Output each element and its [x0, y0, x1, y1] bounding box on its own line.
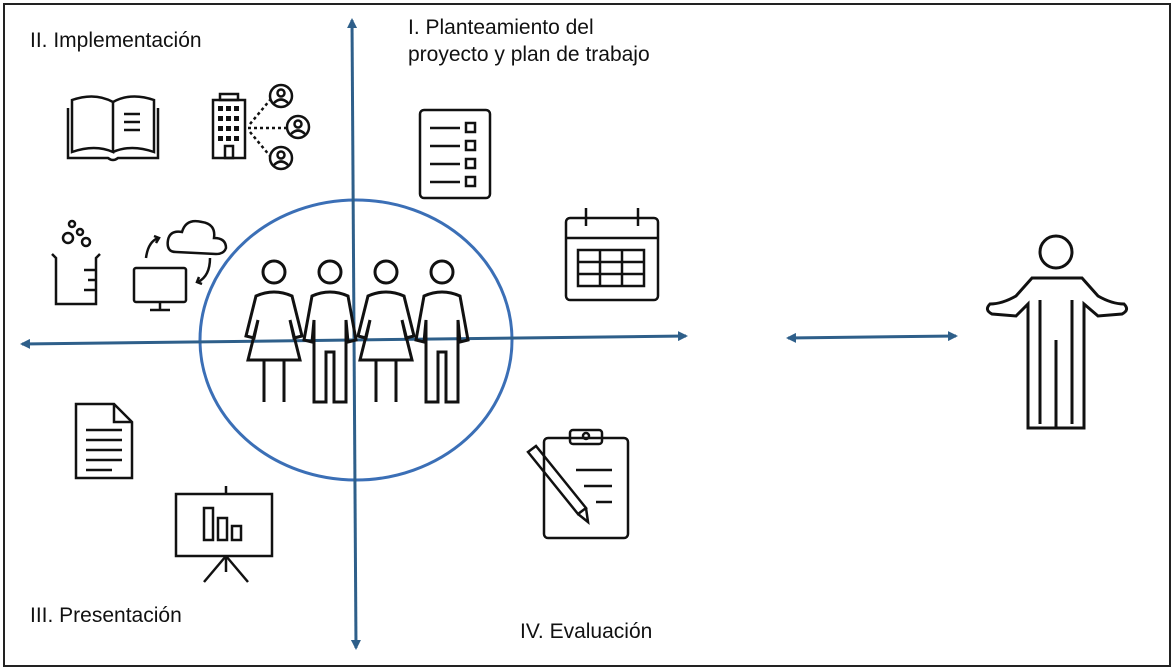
- outer-border: [3, 3, 1171, 667]
- presentation-board-icon: [174, 486, 274, 583]
- quadrant-2-label: II. Implementación: [30, 29, 202, 52]
- clipboard-pencil-icon: [526, 428, 630, 540]
- book-icon: [66, 95, 160, 162]
- quadrant-3-label: III. Presentación: [30, 604, 182, 627]
- person-shrug-icon: [985, 234, 1129, 430]
- checklist-icon: [418, 108, 492, 200]
- quadrant-1-label-line1: I. Planteamiento del: [408, 16, 594, 39]
- building-network-icon: [211, 83, 311, 171]
- team-group-icon: [244, 259, 470, 404]
- quadrant-1-label-line2: proyecto y plan de trabajo: [408, 43, 650, 66]
- quadrant-4-label: IV. Evaluación: [520, 620, 653, 643]
- lab-beaker-icon: [51, 219, 101, 306]
- double-arrow: [786, 331, 958, 343]
- document-icon: [74, 402, 134, 480]
- cloud-computer-icon: [132, 219, 228, 312]
- calendar-icon: [564, 208, 660, 302]
- quadrant-1-label: I. Planteamiento del proyecto y plan de …: [408, 14, 650, 68]
